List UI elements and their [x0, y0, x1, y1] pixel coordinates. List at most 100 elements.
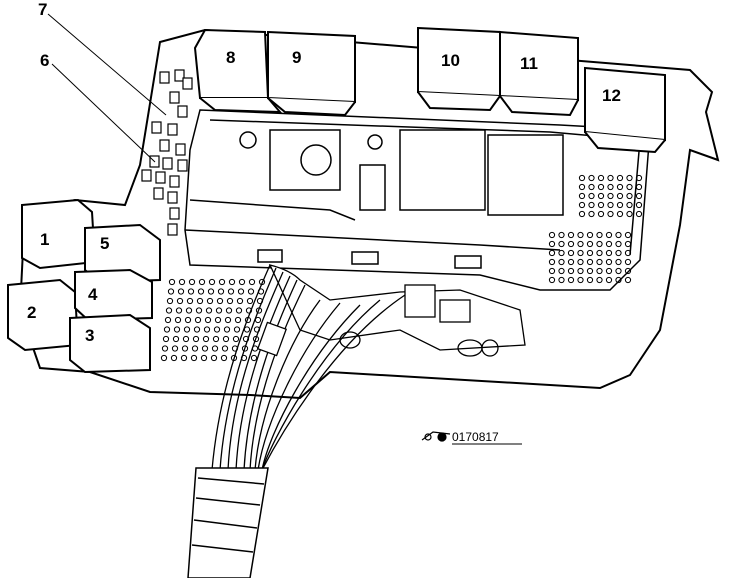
pin-dot: [236, 297, 244, 305]
relay-10-label: 10: [441, 51, 460, 70]
pin-dot: [567, 267, 575, 275]
pin-dot: [635, 201, 643, 209]
leader-6-label: 6: [40, 51, 49, 70]
pin-dot: [558, 267, 565, 275]
pin-dot: [577, 276, 584, 284]
pin-dot: [227, 288, 235, 295]
pin-dot: [202, 335, 210, 343]
pin-dot: [166, 297, 174, 305]
pin-dot: [186, 297, 194, 305]
relay-12-label: 12: [602, 86, 621, 105]
pin-dot: [624, 276, 632, 284]
pin-dot: [577, 240, 584, 248]
pin-dot: [161, 345, 169, 352]
pin-dot: [246, 297, 254, 305]
pin-dot: [195, 307, 203, 314]
pin-dot: [213, 326, 221, 333]
relay-3: 3: [69, 313, 151, 374]
pin-dot: [616, 201, 624, 209]
pin-dot: [187, 288, 195, 295]
pin-dot: [597, 183, 605, 191]
pin-dot: [223, 326, 231, 333]
pin-dot: [635, 183, 643, 191]
pin-dot: [197, 288, 205, 295]
pin-dot: [168, 278, 176, 286]
pin-dot: [588, 174, 595, 182]
pin-dot: [605, 258, 613, 266]
pin-dot: [578, 201, 586, 209]
pin-dot: [605, 249, 613, 257]
pin-dot: [234, 316, 242, 324]
pin-dot: [586, 249, 594, 257]
pin-dot: [597, 192, 605, 200]
pin-dot: [586, 267, 594, 275]
inner-panel: [184, 109, 651, 291]
wire-harness: [211, 264, 526, 471]
pin-dot: [170, 354, 178, 362]
pin-dot: [616, 192, 624, 200]
pin-dot: [191, 345, 199, 352]
pin-dot: [173, 326, 181, 333]
pin-dot: [214, 316, 222, 324]
relay-9: 9: [267, 30, 356, 117]
pin-dot: [567, 231, 575, 239]
pin-dot: [233, 326, 241, 333]
pin-dot: [567, 249, 575, 257]
pin-dot: [237, 288, 245, 295]
pin-dot: [164, 316, 172, 324]
pin-dot: [221, 345, 229, 352]
pin-dot: [607, 201, 614, 209]
pin-dot: [586, 276, 594, 284]
pin-dot: [201, 345, 209, 352]
pin-dot: [577, 231, 584, 239]
pin-dot: [616, 183, 624, 191]
pin-dot: [567, 258, 575, 266]
pin-dot: [182, 335, 190, 343]
pin-dot: [635, 192, 643, 200]
pin-dot: [194, 316, 202, 324]
pin-dot: [176, 297, 184, 305]
pin-dot: [192, 335, 200, 343]
pin-dot: [248, 278, 256, 286]
pin-dot: [626, 183, 633, 191]
pin-dot: [615, 231, 622, 239]
pin-dot: [210, 354, 218, 362]
pin-dot: [226, 297, 234, 305]
pin-dot: [548, 231, 556, 239]
pin-dot: [607, 210, 614, 218]
pin-dot: [635, 210, 643, 218]
pin-dot: [605, 231, 613, 239]
pin-dot: [616, 174, 624, 182]
pin-dot: [215, 307, 223, 314]
pin-dot: [558, 276, 565, 284]
pin-dot: [586, 240, 594, 248]
pin-dot: [180, 354, 188, 362]
relay-11-label: 11: [520, 54, 538, 73]
pin-dot: [185, 307, 193, 314]
pin-dot: [245, 307, 253, 314]
pin-dot: [163, 326, 171, 333]
pin-dot: [171, 345, 179, 352]
pin-dot: [578, 174, 586, 182]
pin-dot: [181, 345, 189, 352]
pin-dot: [615, 258, 622, 266]
pin-dot: [605, 240, 613, 248]
pin-dot: [605, 276, 613, 284]
pin-dot: [208, 278, 216, 286]
pin-dot: [596, 231, 603, 239]
relay-12: 12: [578, 66, 666, 154]
pin-dot: [548, 249, 556, 257]
pin-dot: [206, 297, 214, 305]
pin-dot: [218, 278, 226, 286]
pin-dot: [558, 240, 565, 248]
pin-dot: [212, 335, 220, 343]
pin-dot: [624, 258, 632, 266]
pin-dot: [626, 210, 633, 218]
pin-dot: [222, 335, 230, 343]
pin-dot: [188, 278, 196, 286]
pin-dot: [596, 240, 603, 248]
pin-dot: [190, 354, 198, 362]
leader-6: 6: [40, 51, 156, 163]
pin-dot: [605, 267, 613, 275]
pin-dot: [235, 307, 243, 314]
